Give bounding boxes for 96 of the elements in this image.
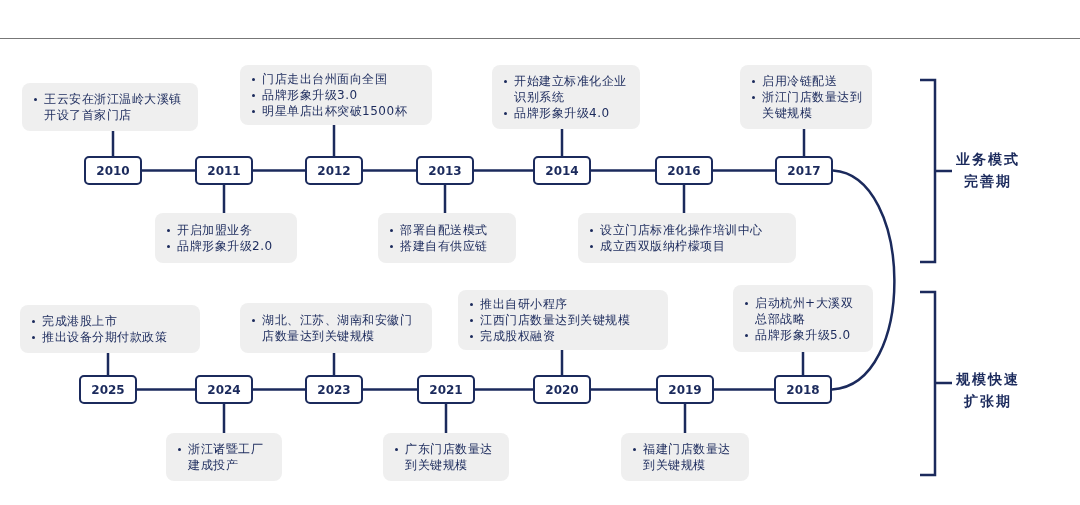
year-label: 2025	[91, 382, 125, 397]
event-text: 搭建自有供应链	[388, 238, 506, 254]
connector-line	[560, 350, 564, 375]
year-label: 2020	[545, 382, 579, 397]
event-card	[458, 290, 668, 350]
year-label: 2019	[668, 382, 702, 397]
event-text: 江西门店数量达到关键规模	[468, 312, 658, 328]
event-card	[240, 65, 432, 125]
connector-line	[332, 125, 336, 156]
event-text: 推出自研小程序	[468, 296, 658, 312]
year-label: 2024	[207, 382, 241, 397]
year-box	[195, 375, 253, 404]
event-text: 设立门店标准化操作培训中心	[588, 222, 786, 238]
event-text: 完成港股上市	[30, 313, 190, 329]
event-card	[20, 305, 200, 353]
connector-line	[222, 185, 226, 213]
year-box	[195, 156, 253, 185]
event-card	[383, 433, 509, 481]
event-text: 浙江诸暨工厂建成投产	[176, 441, 272, 473]
connector-line	[142, 169, 195, 172]
event-card	[22, 83, 198, 131]
connector-line	[831, 169, 896, 391]
event-card	[155, 213, 297, 263]
connector-line	[713, 169, 775, 172]
event-text: 完成股权融资	[468, 328, 658, 344]
year-box	[305, 375, 363, 404]
event-text: 浙江门店数量达到关键规模	[750, 89, 862, 121]
connector-line	[253, 169, 305, 172]
event-text: 品牌形象升级2.0	[165, 238, 287, 254]
year-box	[79, 375, 137, 404]
event-card	[733, 285, 873, 352]
connector-line	[560, 129, 564, 156]
event-card	[578, 213, 796, 263]
connector-line	[683, 404, 687, 433]
year-box	[84, 156, 142, 185]
connector-line	[475, 388, 533, 391]
event-text: 明星单店出杯突破1500杯	[250, 103, 422, 119]
connector-line	[801, 352, 805, 375]
phase-label: 规模快速扩张期	[955, 370, 1021, 411]
year-label: 2011	[207, 163, 241, 178]
connector-line	[137, 388, 195, 391]
year-label: 2023	[317, 382, 351, 397]
event-card	[621, 433, 749, 481]
connector-line	[332, 353, 336, 375]
year-label: 2018	[786, 382, 820, 397]
year-box	[655, 156, 713, 185]
year-box	[775, 156, 833, 185]
event-card	[166, 433, 282, 481]
event-card	[740, 65, 872, 129]
year-label: 2017	[787, 163, 821, 178]
event-card	[492, 65, 640, 129]
connector-line	[682, 185, 686, 213]
event-text: 福建门店数量达到关键规模	[631, 441, 739, 473]
event-text: 开启加盟业务	[165, 222, 287, 238]
event-text: 推出设备分期付款政策	[30, 329, 190, 345]
connector-line	[363, 169, 416, 172]
connector-line	[802, 129, 806, 156]
event-text: 成立西双版纳柠檬项目	[588, 238, 786, 254]
connector-line	[474, 169, 533, 172]
connector-line	[363, 388, 417, 391]
year-box	[774, 375, 832, 404]
year-label: 2014	[545, 163, 579, 178]
event-text: 广东门店数量达到关键规模	[393, 441, 499, 473]
connector-line	[714, 388, 774, 391]
year-box	[533, 375, 591, 404]
phase-label: 业务模式完善期	[955, 150, 1021, 191]
event-text: 湖北、江苏、湖南和安徽门店数量达到关键规模	[250, 312, 422, 344]
year-box	[417, 375, 475, 404]
connector-line	[444, 404, 448, 433]
event-text: 开始建立标准化企业识别系统	[502, 73, 630, 105]
event-text: 品牌形象升级3.0	[250, 87, 422, 103]
connector-line	[253, 388, 305, 391]
event-card	[240, 303, 432, 353]
year-box	[533, 156, 591, 185]
event-card	[378, 213, 516, 263]
connector-line	[111, 131, 115, 156]
event-text: 部署自配送模式	[388, 222, 506, 238]
connector-line	[591, 388, 656, 391]
year-box	[305, 156, 363, 185]
connector-line	[591, 169, 655, 172]
event-text: 启用冷链配送	[750, 73, 862, 89]
event-text: 品牌形象升级5.0	[743, 326, 863, 343]
connector-line	[443, 185, 447, 213]
event-text: 门店走出台州面向全国	[250, 71, 422, 87]
year-label: 2016	[667, 163, 701, 178]
year-label: 2013	[428, 163, 462, 178]
year-label: 2010	[96, 163, 130, 178]
connector-line	[222, 404, 226, 433]
year-label: 2012	[317, 163, 351, 178]
event-text: 启动杭州+大溪双总部战略	[743, 294, 863, 327]
year-label: 2021	[429, 382, 463, 397]
year-box	[416, 156, 474, 185]
year-box	[656, 375, 714, 404]
connector-line	[106, 353, 110, 375]
event-text: 品牌形象升级4.0	[502, 105, 630, 121]
event-text: 王云安在浙江温岭大溪镇开设了首家门店	[32, 91, 188, 123]
